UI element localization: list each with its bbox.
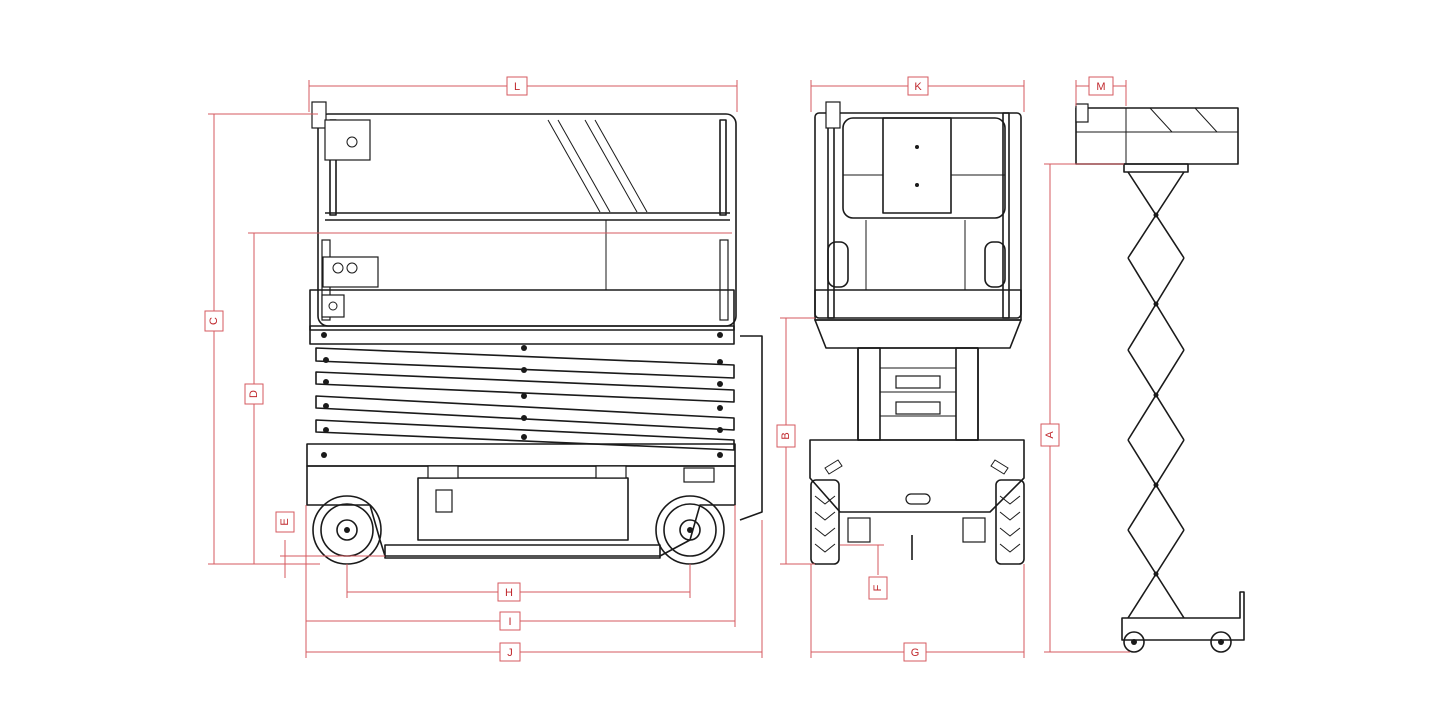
dimension-label-B: B [776,424,796,448]
dimension-label-E: E [275,511,295,533]
label-C-text: C [208,317,220,325]
label-M-text: M [1096,81,1105,93]
dimension-label-C: C [204,310,224,332]
dimension-label-D: D [244,383,264,405]
label-I-text: I [508,616,511,628]
dimension-label-I: I [499,611,521,631]
dimension-label-F: F [868,576,888,600]
dimension-label-H: H [497,582,521,602]
dimension-lines [208,80,1130,658]
label-H-text: H [505,587,513,599]
dimension-label-J: J [499,642,521,662]
label-D-text: D [248,390,260,398]
label-A-text: A [1044,431,1056,439]
label-J-text: J [507,647,513,659]
label-F-text: F [872,584,884,591]
side-view [306,101,763,565]
dimension-label-G: G [903,642,927,662]
dimension-label-K: K [907,76,929,96]
label-G-text: G [911,647,920,659]
label-E-text: E [279,518,291,525]
label-K-text: K [914,81,922,93]
dimension-label-A: A [1040,423,1060,447]
label-L-text: L [514,81,520,93]
elevated-view [1075,103,1245,653]
dimension-label-M: M [1088,76,1114,96]
front-view [809,101,1025,565]
label-B-text: B [780,432,792,439]
dimension-label-L: L [506,76,528,96]
